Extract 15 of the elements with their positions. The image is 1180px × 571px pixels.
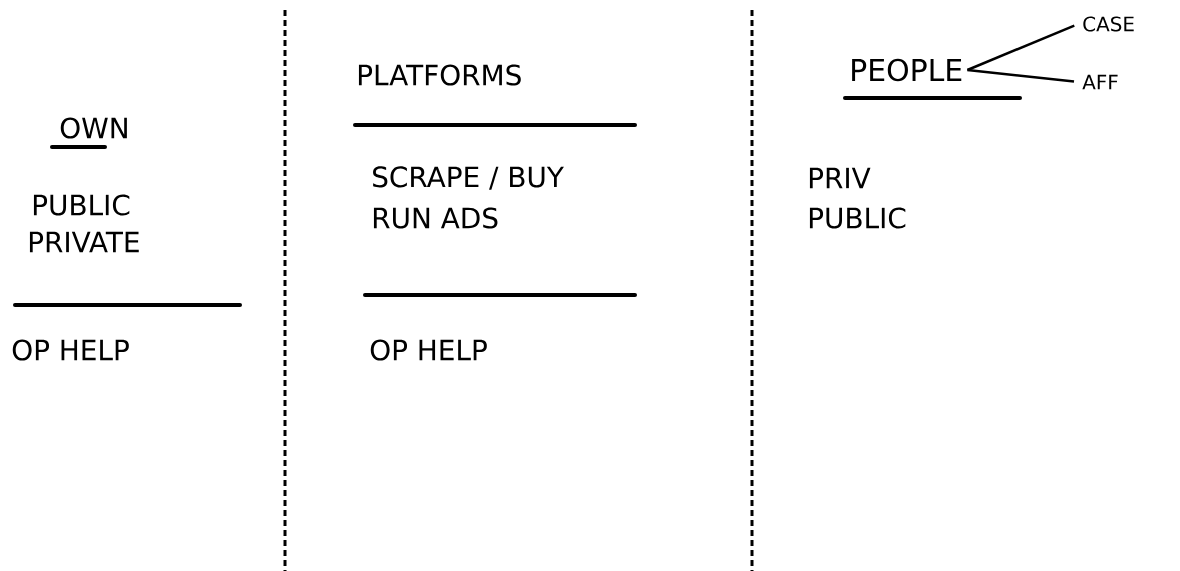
handwritten-text: PUBLIC [809, 207, 906, 229]
handwritten-text: OP HELP [12, 339, 129, 361]
handwritten-text: PRIV [809, 167, 871, 189]
branch-line [967, 68, 1075, 83]
handwritten-text: OP HELP [370, 339, 487, 361]
handwritten-text: PRIVATE [29, 231, 139, 253]
handwritten-text: PUBLIC [33, 194, 130, 216]
handwritten-text: SCRAPE / BUY [373, 166, 564, 190]
handwritten-text: CASE [1083, 16, 1134, 32]
handwritten-text: PLATFORMS [358, 64, 521, 86]
handwritten-text: RUN ADS [373, 207, 498, 229]
branch-line [966, 24, 1075, 72]
handwritten-text: AFF [1082, 74, 1118, 90]
handwritten-text: OWN [60, 117, 127, 139]
handwritten-text: PEOPLE [852, 58, 962, 82]
